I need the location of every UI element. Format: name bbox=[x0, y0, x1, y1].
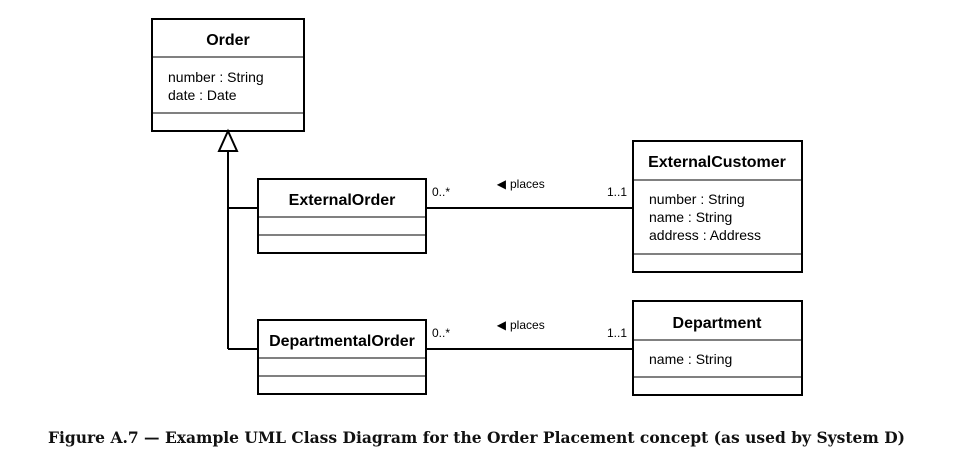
association-from-multiplicity: 0..* bbox=[432, 326, 450, 340]
class-order[interactable]: Order number : String date : Date bbox=[151, 18, 305, 132]
class-order-attribute: number : String bbox=[168, 69, 264, 85]
class-external-order[interactable]: ExternalOrder bbox=[257, 178, 427, 254]
association-name: places bbox=[510, 177, 545, 191]
class-external-customer-attribute: number : String bbox=[649, 191, 745, 207]
class-departmental-order-name: DepartmentalOrder bbox=[269, 333, 415, 350]
uml-class-diagram: Order number : String date : Date Extern… bbox=[151, 18, 803, 396]
association-from-multiplicity: 0..* bbox=[432, 185, 450, 199]
class-order-attribute: date : Date bbox=[168, 87, 237, 103]
class-department[interactable]: Department name : String bbox=[632, 300, 803, 396]
association-name: places bbox=[510, 318, 545, 332]
class-external-customer-name: ExternalCustomer bbox=[648, 154, 786, 171]
association-external-order-customer[interactable]: 0..* 1..1 ◀ places bbox=[426, 177, 633, 209]
class-external-customer[interactable]: ExternalCustomer number : String name : … bbox=[632, 140, 803, 273]
class-department-name: Department bbox=[673, 315, 763, 332]
association-direction-marker: ◀ bbox=[497, 177, 507, 191]
class-department-attribute: name : String bbox=[649, 351, 732, 367]
association-direction-marker: ◀ bbox=[497, 318, 507, 332]
class-order-name: Order bbox=[206, 32, 250, 49]
class-departmental-order[interactable]: DepartmentalOrder bbox=[257, 319, 427, 395]
association-to-multiplicity: 1..1 bbox=[607, 326, 627, 340]
generalization-arrowhead bbox=[217, 128, 239, 152]
generalization-edges bbox=[217, 128, 258, 350]
figure-caption: Figure A.7 — Example UML Class Diagram f… bbox=[48, 428, 905, 447]
class-external-customer-attribute: address : Address bbox=[649, 227, 761, 243]
class-external-order-name: ExternalOrder bbox=[289, 192, 396, 209]
class-external-customer-attribute: name : String bbox=[649, 209, 732, 225]
association-to-multiplicity: 1..1 bbox=[607, 185, 627, 199]
association-departmental-order-department[interactable]: 0..* 1..1 ◀ places bbox=[426, 318, 633, 350]
